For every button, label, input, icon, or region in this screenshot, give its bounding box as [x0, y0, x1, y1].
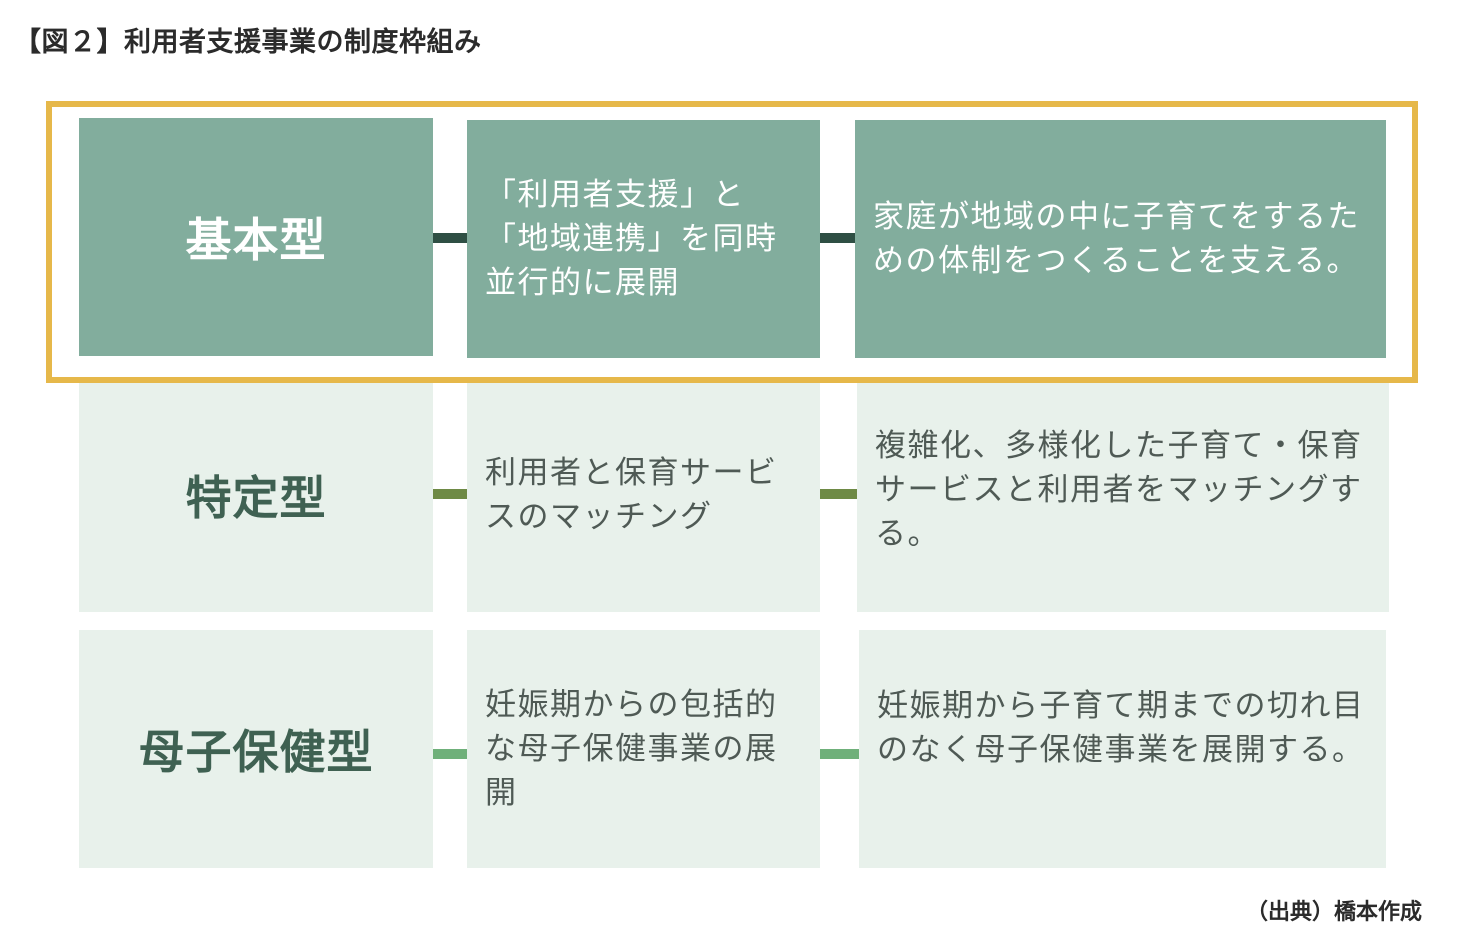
summary-text: 利用者と保育サービスのマッチング [485, 455, 778, 535]
figure-title: 【図２】利用者支援事業の制度枠組み [14, 27, 482, 58]
type-name: 母子保健型 [138, 725, 374, 779]
description-text: 複雑化、多様化した子育て・保育サービスと利用者をマッチングする。 [875, 428, 1363, 552]
type-name-box: 母子保健型 [79, 630, 433, 868]
summary-box: 妊娠期からの包括的な母子保健事業の展開 [467, 630, 820, 868]
connector-line [820, 233, 855, 243]
type-name: 基本型 [185, 213, 327, 267]
summary-text: 妊娠期からの包括的な母子保健事業の展開 [485, 687, 778, 811]
type-name-box: 特定型 [79, 378, 433, 612]
summary-text: 「利用者支援」と「地域連携」を同時並行的に展開 [485, 177, 778, 301]
description-text: 家庭が地域の中に子育てをするための体制をつくることを支える。 [873, 199, 1360, 279]
connector-line [433, 233, 467, 243]
description-box: 複雑化、多様化した子育て・保育サービスと利用者をマッチングする。 [857, 378, 1389, 612]
connector-line [433, 489, 467, 499]
connector-line [433, 749, 467, 759]
source-credit: （出典）橋本作成 [1245, 900, 1422, 925]
type-name: 特定型 [185, 471, 327, 525]
connector-line [820, 489, 857, 499]
description-box: 家庭が地域の中に子育てをするための体制をつくることを支える。 [855, 120, 1386, 358]
type-name-box: 基本型 [79, 118, 433, 356]
summary-box: 「利用者支援」と「地域連携」を同時並行的に展開 [467, 120, 820, 358]
description-box: 妊娠期から子育て期までの切れ目のなく母子保健事業を展開する。 [859, 630, 1386, 868]
description-text: 妊娠期から子育て期までの切れ目のなく母子保健事業を展開する。 [877, 688, 1365, 768]
summary-box: 利用者と保育サービスのマッチング [467, 378, 820, 612]
connector-line [820, 749, 859, 759]
